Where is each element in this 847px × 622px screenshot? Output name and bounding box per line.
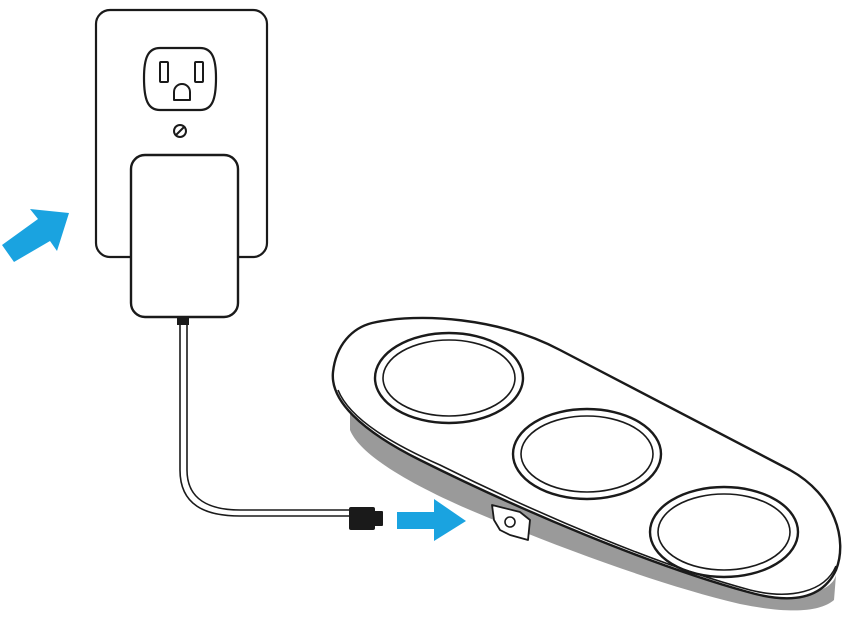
outlet-slot-left [159,61,169,83]
charging-spot-1 [373,331,525,425]
charging-pad-body [331,316,842,600]
outlet-receptacle-icon [142,46,218,112]
pad-usb-port [491,504,531,541]
power-adapter-body [129,153,240,319]
arrow-icon-plug-in [2,209,69,262]
direction-arrows [2,209,466,541]
charging-pad [331,316,842,611]
outlet-slot-right [194,61,204,83]
charging-spot-3 [648,485,800,579]
arrow-icon-connect [397,499,466,541]
usb-c-connector [349,507,383,530]
usb-c-cable [179,324,351,517]
charging-spot-2 [511,407,663,501]
power-adapter [129,153,240,325]
adapter-cable-port [177,316,189,325]
outlet-ground-hole [173,83,191,101]
outlet-screw-icon [173,124,187,138]
usb-c-plug-icon [349,507,375,530]
